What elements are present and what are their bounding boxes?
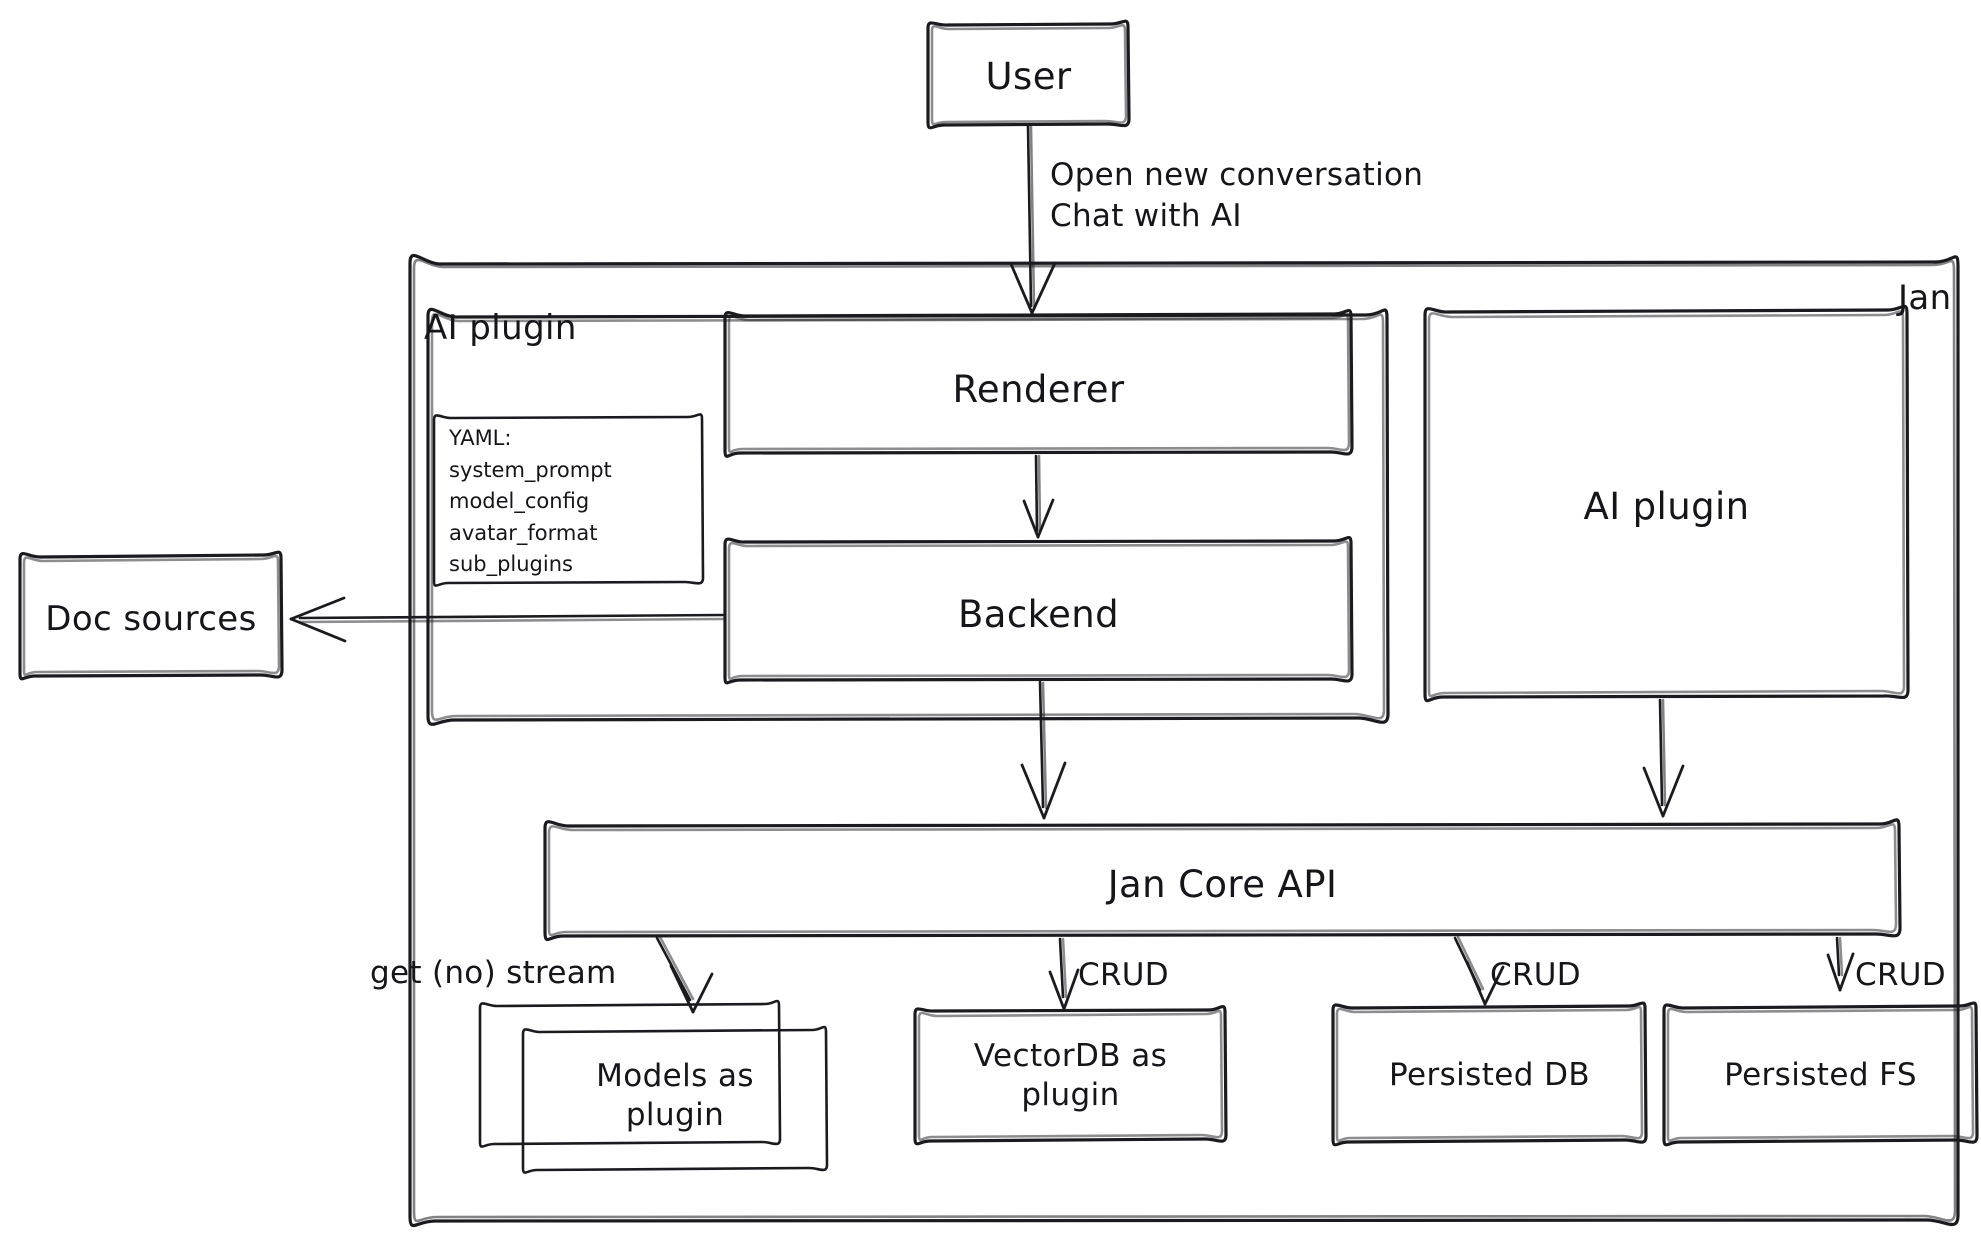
node-jan-core-api-shape xyxy=(543,818,1902,942)
node-renderer-shape xyxy=(723,308,1354,458)
node-ai-plugin[interactable] xyxy=(1425,310,1908,697)
edge-aiplugin-to-core xyxy=(1642,698,1685,818)
node-renderer[interactable] xyxy=(725,314,1352,453)
container-ai-plugin-group-shape xyxy=(426,307,1390,726)
edge-backend-to-core xyxy=(1020,680,1067,820)
node-backend-shape xyxy=(723,535,1354,685)
node-vectordb-plugin[interactable] xyxy=(915,1010,1226,1141)
edge-core-to-vectordb xyxy=(1048,937,1080,1011)
node-vectordb-plugin-shape xyxy=(913,1004,1228,1146)
node-doc-sources[interactable] xyxy=(20,555,282,676)
edge-backend-to-doc-sources xyxy=(289,596,726,643)
node-ai-plugin-shape xyxy=(1423,304,1910,703)
node-persisted-fs-shape xyxy=(1662,1001,1979,1147)
node-persisted-db[interactable] xyxy=(1333,1006,1646,1142)
edge-core-to-models xyxy=(655,935,714,1014)
edge-user-to-renderer xyxy=(1009,124,1057,315)
node-user[interactable] xyxy=(928,24,1129,125)
container-jan-shape xyxy=(408,254,1960,1228)
node-user-shape xyxy=(926,19,1131,130)
edge-renderer-to-backend xyxy=(1022,454,1055,539)
node-yaml-shape xyxy=(432,413,705,587)
node-persisted-db-shape xyxy=(1331,1001,1648,1147)
node-models-plugin[interactable] xyxy=(480,1004,827,1170)
edge-core-to-persisted-db xyxy=(1453,935,1505,1006)
node-jan-core-api[interactable] xyxy=(545,824,1900,936)
node-models-plugin-shape xyxy=(478,999,829,1174)
node-backend[interactable] xyxy=(725,541,1352,680)
edge-core-to-persisted-fs xyxy=(1826,936,1855,992)
node-doc-sources-shape xyxy=(18,550,284,681)
node-yaml[interactable] xyxy=(434,417,703,583)
node-persisted-fs[interactable] xyxy=(1664,1006,1977,1142)
